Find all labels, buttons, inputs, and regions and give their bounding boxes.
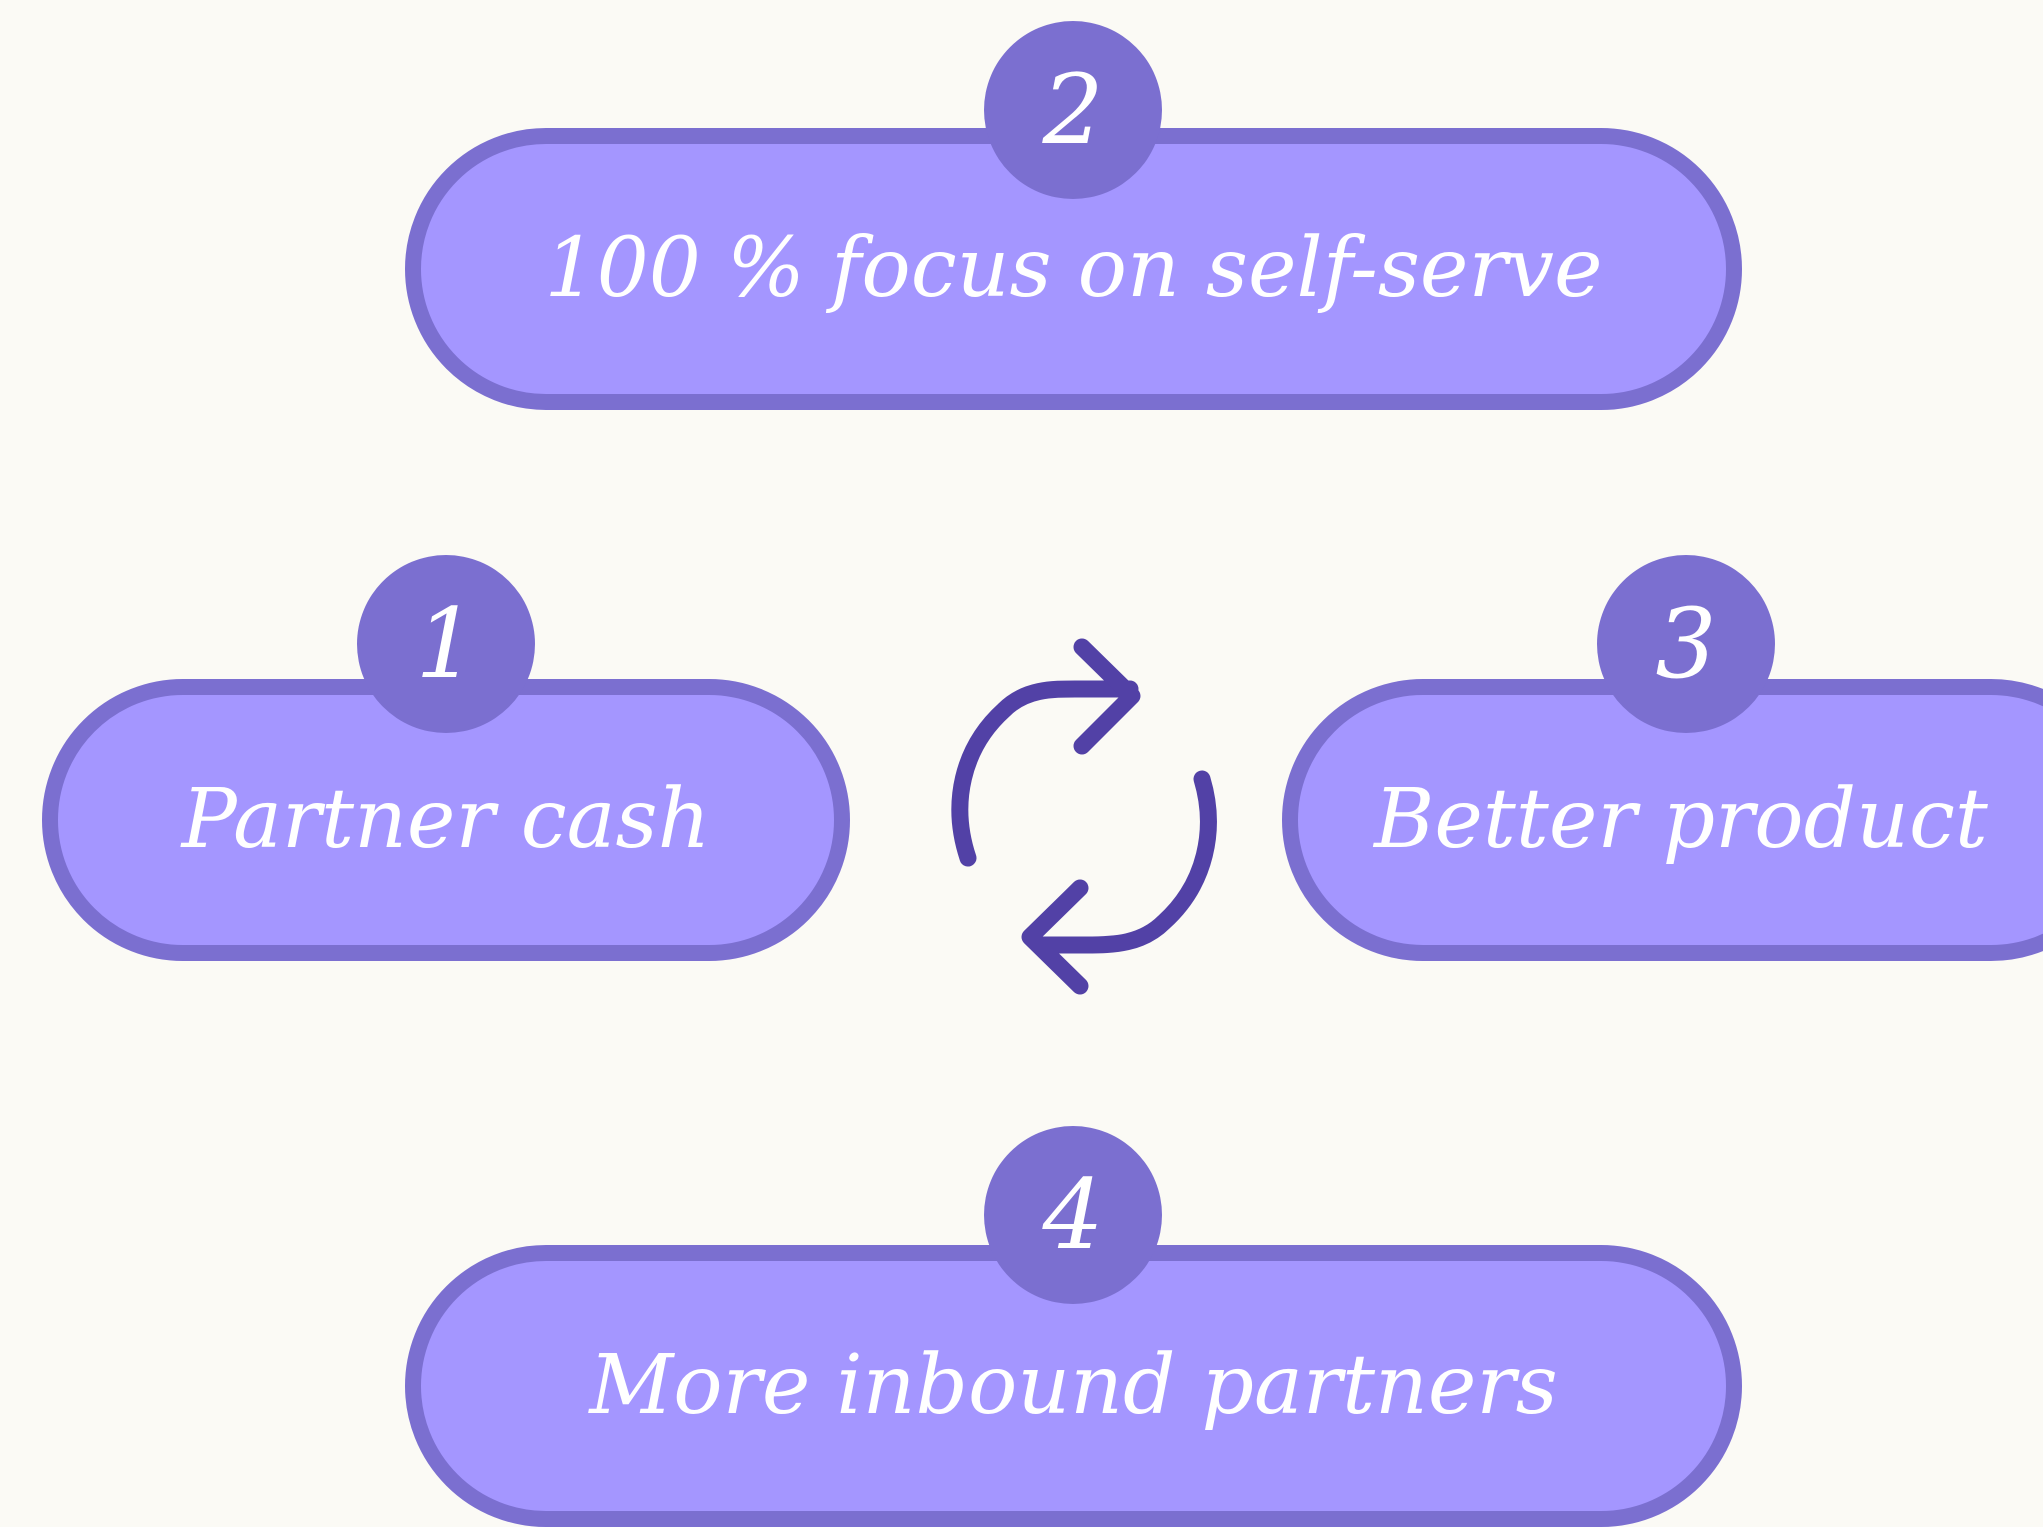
lower-arrow-head [1021, 879, 1089, 995]
upper-arrow-head [1073, 638, 1141, 755]
step-3-label: Better product [1374, 772, 1988, 867]
step-3-badge: 3 [1597, 555, 1775, 733]
lower-arrow-arc [1031, 770, 1217, 954]
step-1-label: Partner cash [181, 772, 711, 867]
upper-arrow-arc [951, 680, 1139, 867]
refresh-cycle-icon [951, 638, 1217, 995]
step-1-badge: 1 [357, 555, 535, 733]
step-2-label: 100 % focus on self-serve [544, 221, 1603, 316]
step-2-badge: 2 [984, 21, 1162, 199]
step-4-label: More inbound partners [589, 1338, 1558, 1433]
step-4-badge: 4 [984, 1126, 1162, 1304]
